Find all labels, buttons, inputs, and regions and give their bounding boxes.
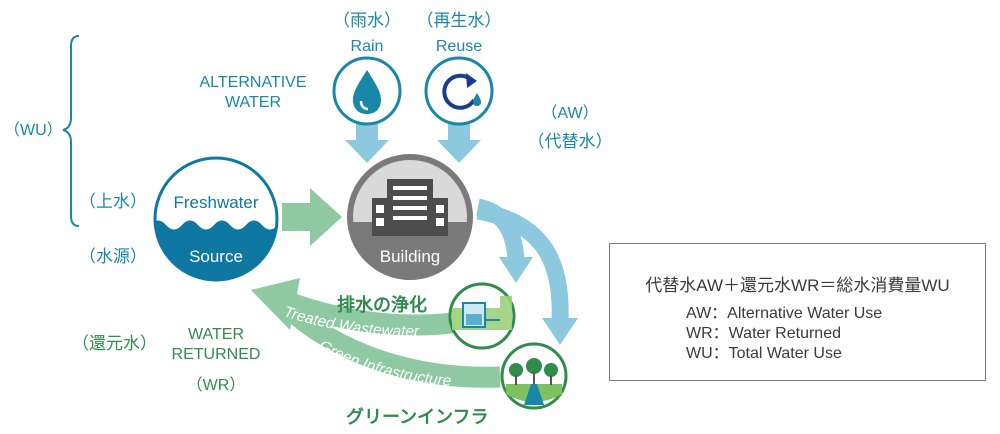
source-to-building-arrow: [282, 188, 342, 246]
returned-jp-label: （還元水）: [72, 334, 157, 353]
wr-abbr-label: （WR）: [186, 377, 246, 394]
legend-aw: AW：Alternative Water Use: [686, 305, 883, 322]
alternative-water-label-2: WATER: [225, 94, 281, 111]
aw-jp-label: （代替水）: [527, 132, 613, 151]
returned-arrowhead: [251, 278, 300, 330]
reuse-en-label: Reuse: [435, 38, 483, 55]
legend-box: 代替水AW＋還元水WR＝総水消費量WU AW：Alternative Water…: [609, 243, 986, 381]
aw-abbr-label: （AW）: [541, 105, 599, 122]
source-jp-label: （水源）: [79, 247, 147, 266]
green-infrastructure-arrow: [277, 297, 501, 388]
rain-jp-label: （雨水）: [333, 11, 401, 30]
reuse-arrow: [437, 116, 481, 163]
water-returned-label-1: WATER: [188, 326, 244, 343]
wu-bracket: [62, 35, 80, 227]
potable-jp-label: （上水）: [79, 192, 147, 211]
source-label: Source: [189, 247, 243, 266]
building-icon: [372, 179, 448, 236]
freshwater-label: Freshwater: [173, 193, 259, 212]
reuse-icon: [424, 56, 494, 126]
wu-abbr-label: （WU）: [4, 122, 63, 139]
green-infrastructure-icon: [500, 342, 568, 410]
purification-jp-label: 排水の浄化: [337, 295, 427, 315]
rain-en-label: Rain: [350, 38, 384, 55]
purification-icon: [448, 282, 516, 350]
water-returned-label-2: RETURNED: [171, 346, 261, 363]
freshwater-source-circle: [153, 156, 279, 282]
alternative-water-label-1: ALTERNATIVE: [199, 74, 307, 91]
reuse-jp-label: （再生水）: [416, 11, 502, 30]
building-label: Building: [379, 247, 441, 266]
rain-arrow: [345, 116, 389, 163]
rain-icon: [332, 56, 402, 126]
building-to-green-infra-arrow: [476, 202, 569, 321]
legend-wu: WU：Total Water Use: [686, 345, 842, 362]
legend-wr: WR：Water Returned: [686, 325, 842, 342]
legend-equation: 代替水AW＋還元水WR＝総水消費量WU: [645, 276, 950, 295]
green-infrastructure-jp-label: グリーンインフラ: [346, 407, 489, 427]
